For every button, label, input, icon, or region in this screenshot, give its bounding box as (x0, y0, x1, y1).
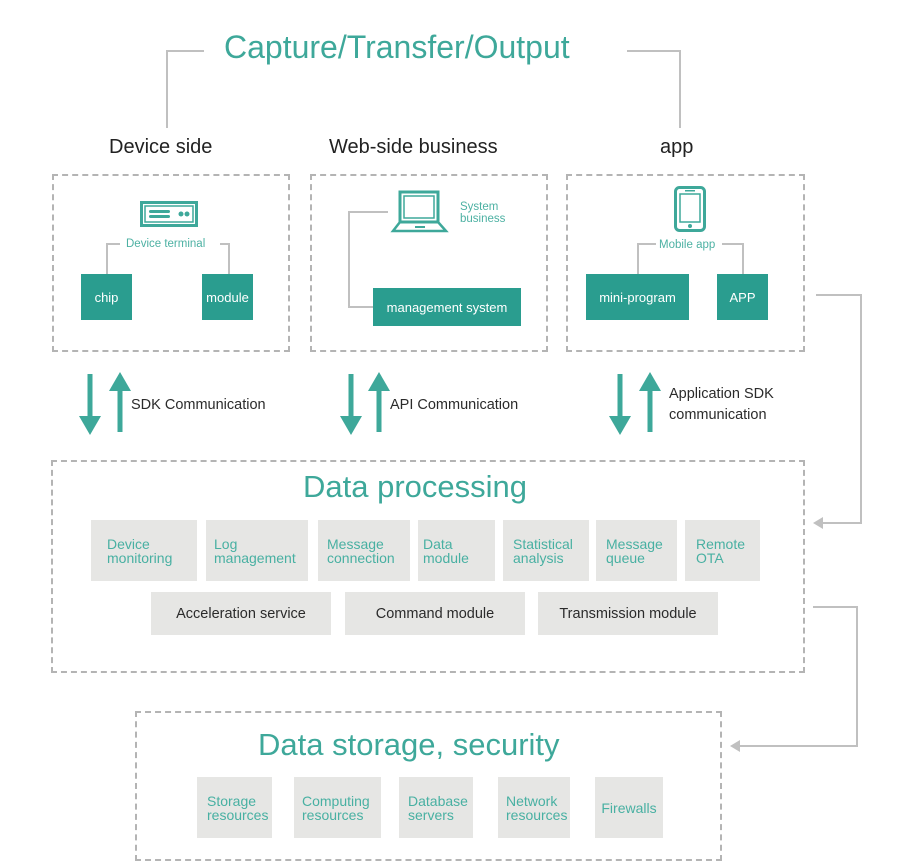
module-message-queue: Message queue (596, 520, 677, 581)
module-line: Device (107, 535, 150, 552)
mobile-app-label: Mobile app (656, 239, 719, 251)
title-bracket-left-v (166, 50, 168, 128)
app-to-processing-h-bottom (820, 522, 862, 524)
app-panel (566, 174, 805, 352)
app-connector-right-v (742, 243, 744, 275)
app-to-processing-h-top (816, 294, 862, 296)
data-processing-panel (51, 460, 805, 673)
module-line: Message (327, 535, 384, 552)
service-command-module: Command module (345, 592, 525, 635)
sdk-down-arrow-icon (79, 374, 101, 435)
module-data-module: Data module (418, 520, 495, 581)
resource-database-servers: Database servers (399, 777, 473, 838)
web-connector-h-bottom (348, 306, 374, 308)
title-bracket-right-h (627, 50, 680, 52)
web-connector-h-top (348, 211, 388, 213)
processing-to-storage-h-top (813, 606, 858, 608)
module-remote-ota: Remote OTA (685, 520, 760, 581)
app-box: APP (717, 274, 768, 320)
module-line: Data (423, 535, 453, 552)
resource-line: Firewalls (601, 799, 657, 816)
module-line: analysis (513, 549, 564, 566)
system-business-line-1: System (460, 201, 499, 213)
device-connector-right-v (228, 243, 230, 275)
app-to-processing-v (860, 294, 862, 524)
device-connector-left-h (106, 243, 120, 245)
mini-program-box: mini-program (586, 274, 689, 320)
column-heading-app: app (660, 136, 694, 158)
app-sdk-communication-line-1: Application SDK (669, 386, 774, 402)
resource-line: Network (506, 792, 558, 809)
sdk-up-arrow-icon (109, 372, 131, 432)
processing-to-storage-h-bottom (736, 745, 858, 747)
api-down-arrow-icon (340, 374, 362, 435)
column-heading-web: Web-side business (329, 136, 498, 158)
resource-line: Database (408, 792, 468, 809)
processing-to-storage-v (856, 606, 858, 747)
api-up-arrow-icon (368, 372, 390, 432)
module-statistical-analysis: Statistical analysis (503, 520, 589, 581)
web-connector-v (348, 211, 350, 307)
module-line: Log (214, 535, 238, 552)
module-box: module (202, 274, 253, 320)
column-heading-device: Device side (109, 136, 213, 158)
api-communication-text: API Communication (390, 397, 519, 413)
resource-line: Storage (207, 792, 257, 809)
module-line: connection (327, 549, 395, 566)
resource-storage: Storage resources (197, 777, 272, 838)
title-bracket-right-v (679, 50, 681, 128)
mobile-phone-icon (674, 186, 706, 232)
arrow-left-icon (730, 740, 740, 752)
app-connector-left-h (637, 243, 657, 245)
chip-box: chip (81, 274, 132, 320)
service-acceleration: Acceleration service (151, 592, 331, 635)
module-device-monitoring: Device monitoring (91, 520, 197, 581)
resource-line: resources (302, 806, 364, 823)
api-communication-label: API Communication (390, 395, 518, 416)
appsdk-down-arrow-icon (609, 374, 631, 435)
server-icon (140, 201, 198, 227)
resource-line: servers (408, 806, 454, 823)
module-line: module (423, 549, 469, 566)
title-bracket-left-h (166, 50, 204, 52)
module-line: Message (606, 535, 663, 552)
module-line: management (214, 549, 296, 566)
system-business-label: System business (460, 201, 505, 225)
device-terminal-label: Device terminal (123, 238, 209, 250)
device-connector-right-h (220, 243, 230, 245)
app-sdk-communication-line-2: communication (669, 407, 767, 423)
resource-network: Network resources (498, 777, 570, 838)
module-line: monitoring (107, 549, 173, 566)
module-message-connection: Message connection (318, 520, 410, 581)
data-processing-title: Data processing (303, 469, 528, 504)
app-connector-right-h (722, 243, 744, 245)
resource-firewalls: Firewalls (595, 777, 663, 838)
service-transmission-module: Transmission module (538, 592, 718, 635)
appsdk-up-arrow-icon (639, 372, 661, 432)
web-side-panel (310, 174, 548, 352)
diagram-title: Capture/Transfer/Output (224, 29, 570, 65)
module-line: OTA (696, 549, 724, 566)
module-line: queue (606, 549, 645, 566)
sdk-communication-text: SDK Communication (131, 397, 266, 413)
app-sdk-communication-label: Application SDK communication (669, 384, 774, 426)
resource-line: Computing (302, 792, 370, 809)
device-connector-left-v (106, 243, 108, 275)
system-business-line-2: business (460, 213, 506, 225)
module-log-management: Log management (206, 520, 308, 581)
data-storage-title: Data storage, security (258, 727, 560, 762)
laptop-icon (390, 190, 449, 233)
sdk-communication-label: SDK Communication (131, 395, 266, 416)
device-side-panel (52, 174, 290, 352)
module-line: Remote (696, 535, 746, 552)
resource-line: resources (207, 806, 269, 823)
app-connector-left-v (637, 243, 639, 275)
arrow-left-icon (813, 517, 823, 529)
management-system-box: management system (373, 288, 521, 326)
resource-line: resources (506, 806, 568, 823)
resource-computing: Computing resources (294, 777, 381, 838)
module-line: Statistical (513, 535, 573, 552)
